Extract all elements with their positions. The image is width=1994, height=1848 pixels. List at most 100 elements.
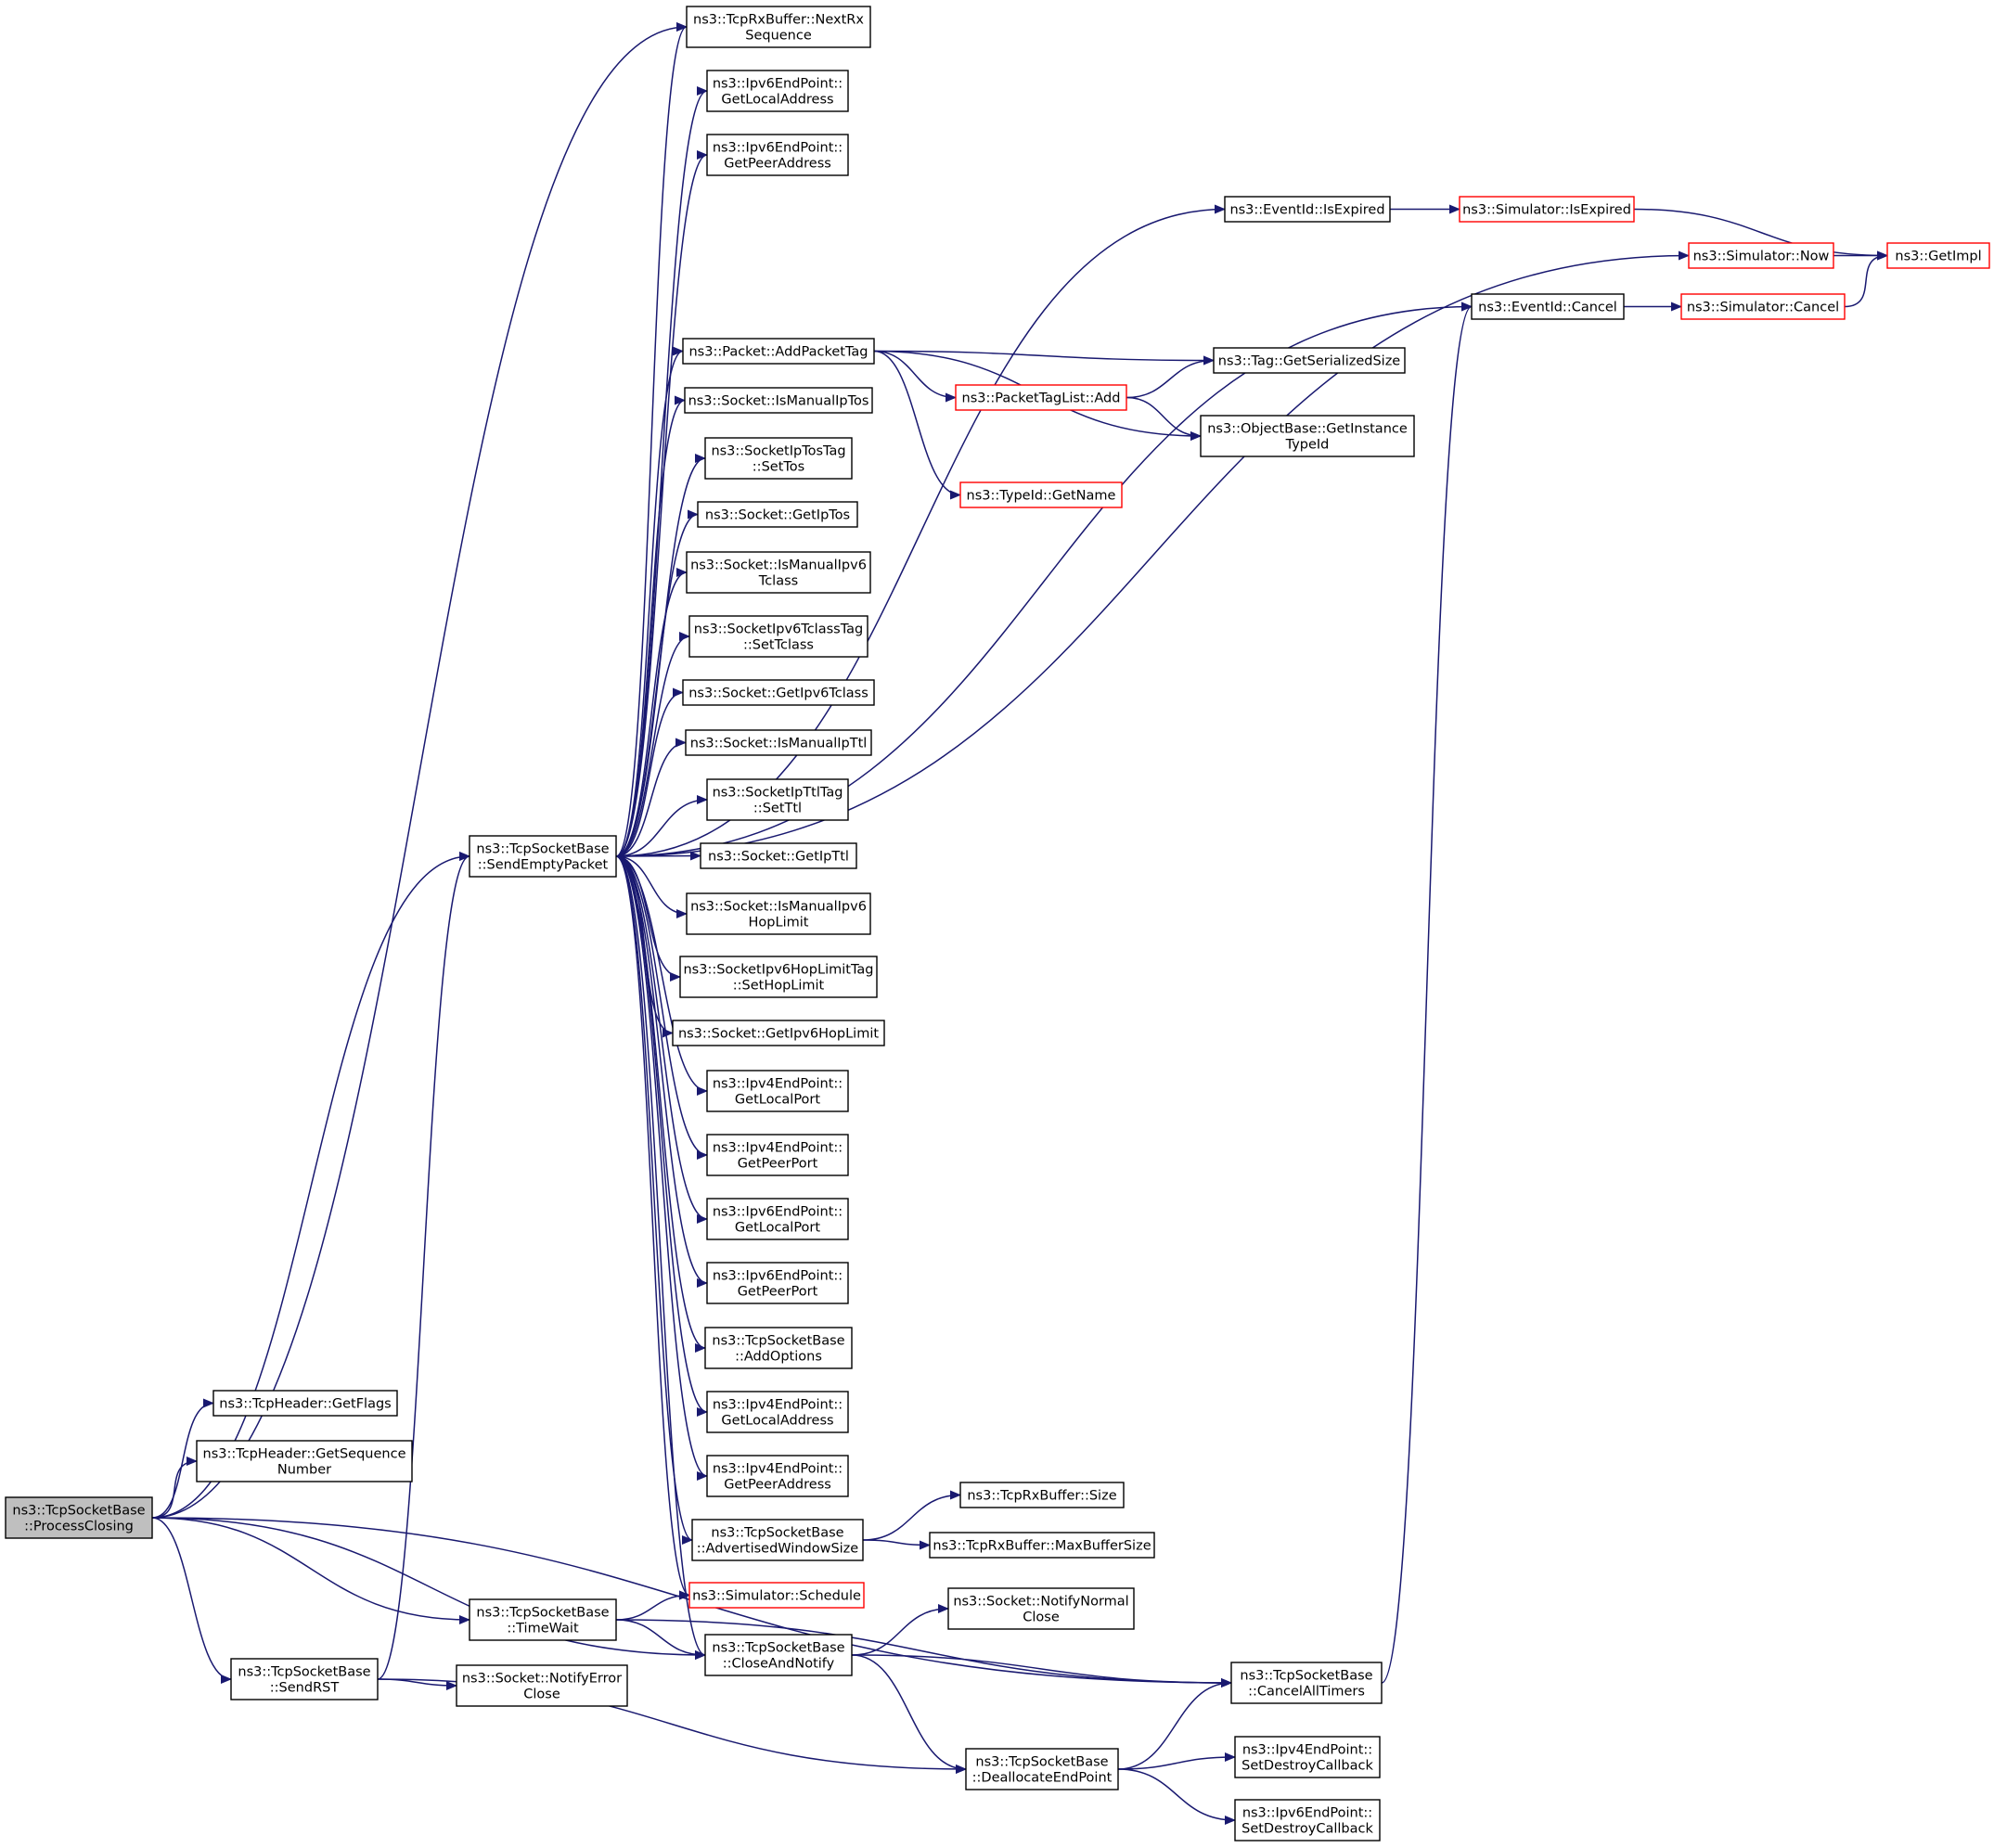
node-advwinsize[interactable]: ns3::TcpSocketBase::AdvertisedWindowSize <box>691 1519 864 1561</box>
node-box <box>5 1496 153 1539</box>
node-getimpl[interactable]: ns3::GetImpl <box>1886 242 1990 269</box>
node-label: ns3::Ipv6EndPoint:: <box>1242 1806 1372 1821</box>
node-getipv6hoplimit[interactable]: ns3::Socket::GetIpv6HopLimit <box>672 1020 885 1046</box>
node-box <box>1459 196 1635 223</box>
node-label: ns3::ObjectBase::GetInstance <box>1207 422 1408 437</box>
edge-root-to-sendempty <box>151 852 470 1519</box>
node-label: ns3::SocketIpv6TclassTag <box>694 622 864 637</box>
node-sendempty[interactable]: ns3::TcpSocketBase::SendEmptyPacket <box>469 835 617 878</box>
node-label: ns3::Simulator::Schedule <box>692 1589 861 1604</box>
edge-sendempty-to-ipv6peerport <box>615 855 708 1288</box>
node-sendrst[interactable]: ns3::TcpSocketBase::SendRST <box>230 1658 379 1700</box>
node-simnow[interactable]: ns3::Simulator::Now <box>1688 242 1834 269</box>
node-ismanualiptos[interactable]: ns3::Socket::IsManualIpTos <box>684 387 873 414</box>
node-box <box>959 1482 1125 1508</box>
node-ipv4localport[interactable]: ns3::Ipv4EndPoint::GetLocalPort <box>706 1070 849 1112</box>
node-label: ::SetTclass <box>743 638 814 653</box>
node-addpackettag[interactable]: ns3::Packet::AddPacketTag <box>682 338 875 365</box>
node-label: ::AdvertisedWindowSize <box>697 1542 859 1557</box>
node-ipv6peerport[interactable]: ns3::Ipv6EndPoint::GetPeerPort <box>706 1262 849 1304</box>
node-box <box>682 679 875 706</box>
node-ipv4setdestroy[interactable]: ns3::Ipv4EndPoint::SetDestroyCallback <box>1234 1736 1381 1778</box>
node-label: TypeId <box>1285 438 1330 453</box>
node-box <box>929 1532 1155 1559</box>
node-label: ns3::TcpRxBuffer::NextRx <box>693 13 864 28</box>
node-setttl[interactable]: ns3::SocketIpTtlTag::SetTtl <box>706 778 849 821</box>
node-ipv4localaddr[interactable]: ns3::Ipv4EndPoint::GetLocalAddress <box>706 1391 849 1433</box>
node-getipv6tclass[interactable]: ns3::Socket::GetIpv6Tclass <box>682 679 875 706</box>
node-ipv6peeraddr[interactable]: ns3::Ipv6EndPoint::GetPeerAddress <box>706 134 849 176</box>
node-label: Sequence <box>745 29 812 44</box>
node-ipv6localport[interactable]: ns3::Ipv6EndPoint::GetLocalPort <box>706 1198 849 1240</box>
node-ipv6localaddr[interactable]: ns3::Ipv6EndPoint::GetLocalAddress <box>706 70 849 112</box>
node-sethoplimit[interactable]: ns3::SocketIpv6HopLimitTag::SetHopLimit <box>679 956 878 998</box>
node-label: ns3::Socket::IsManualIpTtl <box>690 737 868 751</box>
node-box <box>688 615 868 658</box>
node-label: ::CancelAllTimers <box>1248 1685 1365 1700</box>
node-simcancel[interactable]: ns3::Simulator::Cancel <box>1680 293 1846 320</box>
node-settos[interactable]: ns3::SocketIpTosTag::SetTos <box>704 437 853 480</box>
edge-closeandnotify-to-deallocendpoint <box>851 1654 967 1774</box>
node-timewait[interactable]: ns3::TcpSocketBase::TimeWait <box>469 1598 617 1641</box>
node-eventcancel[interactable]: ns3::EventId::Cancel <box>1471 293 1625 320</box>
node-label: ::AddOptions <box>735 1350 822 1365</box>
edge-sendempty-to-ismanualipv6tclass <box>615 568 688 857</box>
node-getipttl[interactable]: ns3::Socket::GetIpTtl <box>700 842 857 869</box>
node-eventisexpired[interactable]: ns3::EventId::IsExpired <box>1224 196 1391 223</box>
edge-addpackettag-to-taggetser <box>873 350 1215 366</box>
node-getflags[interactable]: ns3::TcpHeader::GetFlags <box>212 1390 398 1417</box>
node-addoptions[interactable]: ns3::TcpSocketBase::AddOptions <box>704 1327 853 1369</box>
edge-closeandnotify-to-cancelalltimers <box>851 1654 1232 1688</box>
node-label: ::SendEmptyPacket <box>478 858 609 873</box>
edge-timewait-to-closeandnotify <box>615 1619 706 1660</box>
edge-sendempty-to-simschedule <box>615 855 690 1600</box>
node-ipv4peerport[interactable]: ns3::Ipv4EndPoint::GetPeerPort <box>706 1134 849 1176</box>
node-label: ns3::Simulator::Now <box>1693 250 1830 264</box>
node-box <box>1680 293 1846 320</box>
edge-timewait-to-simschedule <box>615 1590 690 1621</box>
node-deallocendpoint[interactable]: ns3::TcpSocketBase::DeallocateEndPoint <box>965 1748 1119 1790</box>
node-closeandnotify[interactable]: ns3::TcpSocketBase::CloseAndNotify <box>704 1634 853 1676</box>
node-rxmaxbuf[interactable]: ns3::TcpRxBuffer::MaxBufferSize <box>929 1532 1155 1559</box>
node-getiptos[interactable]: ns3::Socket::GetIpTos <box>697 501 858 528</box>
node-cancelalltimers[interactable]: ns3::TcpSocketBase::CancelAllTimers <box>1230 1662 1383 1704</box>
node-box <box>955 384 1127 411</box>
node-taggetser[interactable]: ns3::Tag::GetSerializedSize <box>1213 347 1406 374</box>
node-box <box>1213 347 1406 374</box>
node-settclass[interactable]: ns3::SocketIpv6TclassTag::SetTclass <box>688 615 868 658</box>
node-rxsize[interactable]: ns3::TcpRxBuffer::Size <box>959 1482 1125 1508</box>
node-label: GetPeerAddress <box>724 157 831 172</box>
node-box <box>706 134 849 176</box>
node-label: ns3::TcpHeader::GetFlags <box>219 1397 391 1412</box>
node-label: ::SetTtl <box>753 802 802 816</box>
edge-sendempty-to-ipv4localaddr <box>615 855 708 1417</box>
edge-sendempty-to-nextrx <box>615 22 688 857</box>
node-ipv6setdestroy[interactable]: ns3::Ipv6EndPoint::SetDestroyCallback <box>1234 1799 1381 1842</box>
node-label: HopLimit <box>749 916 809 930</box>
node-box <box>469 835 617 878</box>
edge-ptladd-to-taggetser <box>1126 355 1215 399</box>
node-box <box>706 778 849 821</box>
node-label: SetDestroyCallback <box>1241 1759 1373 1774</box>
node-ipv4peeraddr[interactable]: ns3::Ipv4EndPoint::GetPeerAddress <box>706 1455 849 1497</box>
node-label: ::SetTos <box>753 460 804 475</box>
node-simisexpired[interactable]: ns3::Simulator::IsExpired <box>1459 196 1635 223</box>
node-simschedule[interactable]: ns3::Simulator::Schedule <box>688 1582 865 1609</box>
node-label: ns3::TcpSocketBase <box>12 1504 145 1519</box>
edge-sendempty-to-ipv4peeraddr <box>615 855 708 1481</box>
edge-root-to-timewait <box>151 1517 470 1624</box>
edge-root-to-closeandnotify <box>151 1517 706 1660</box>
node-typeidgetname[interactable]: ns3::TypeId::GetName <box>959 481 1123 508</box>
node-ismanualipttl[interactable]: ns3::Socket::IsManualIpTtl <box>685 729 872 756</box>
node-ptladd[interactable]: ns3::PacketTagList::Add <box>955 384 1127 411</box>
node-box <box>697 501 858 528</box>
edge-sendempty-to-advwinsize <box>615 855 693 1545</box>
node-label: ns3::TcpRxBuffer::MaxBufferSize <box>933 1539 1151 1554</box>
